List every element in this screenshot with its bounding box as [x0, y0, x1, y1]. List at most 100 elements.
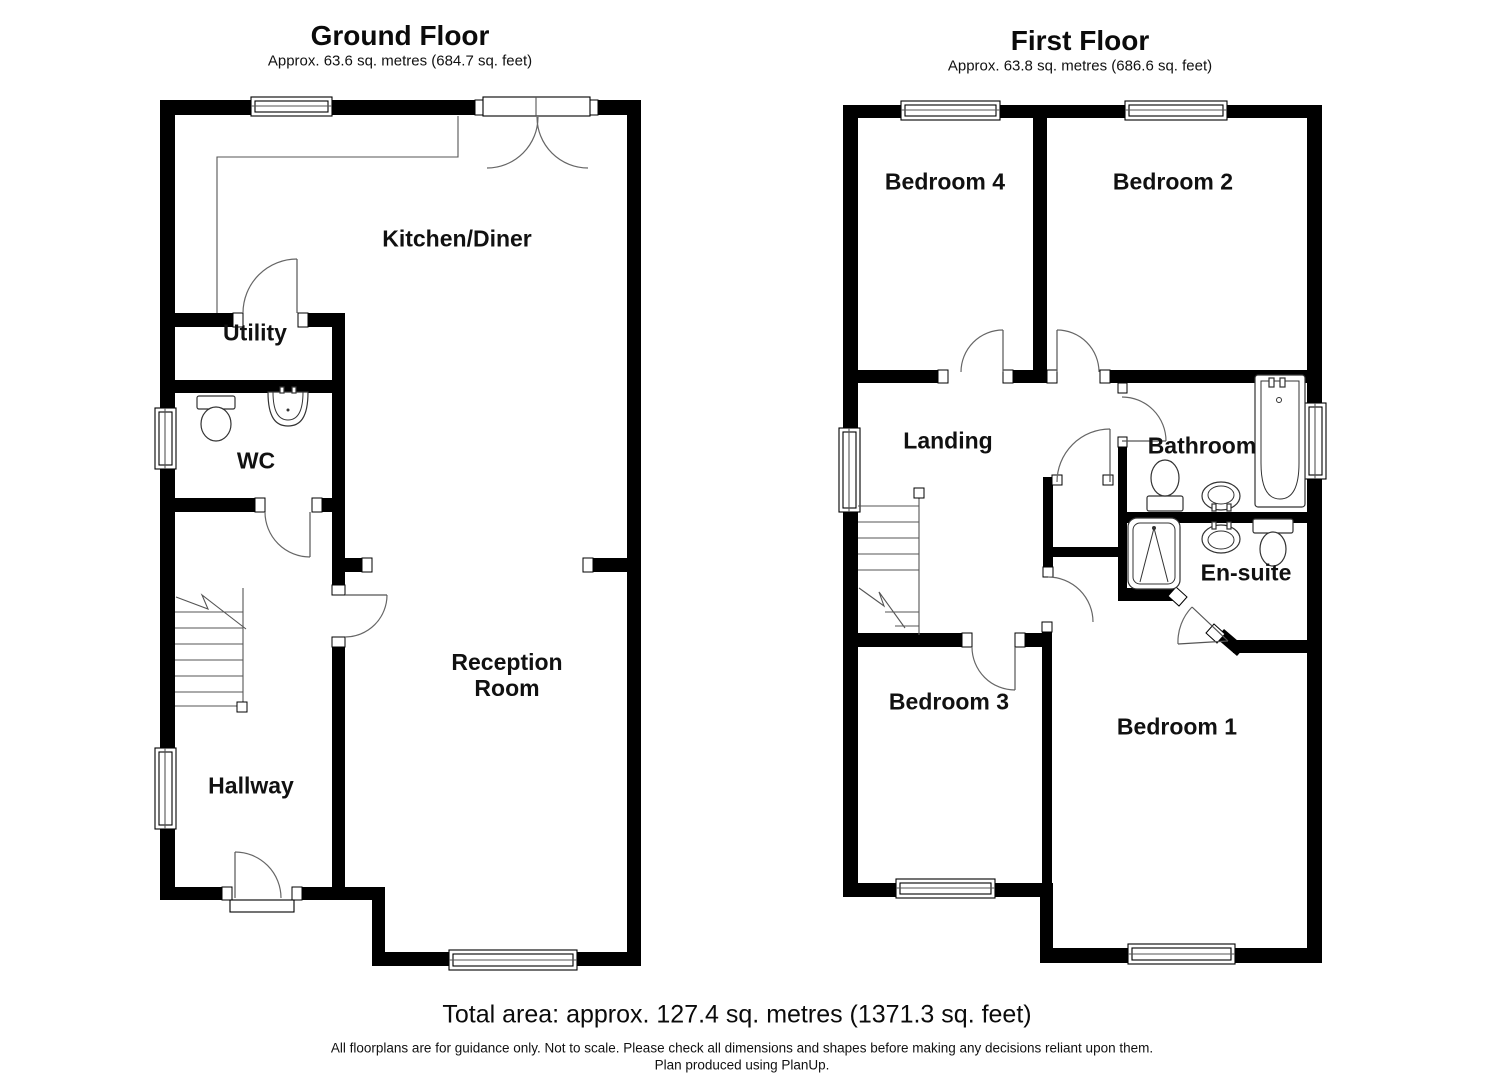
reception-window — [448, 949, 578, 971]
first-floor-walls — [843, 105, 1322, 963]
ensuite-door — [1177, 606, 1229, 645]
door-jamb — [331, 584, 346, 596]
toilet-icon — [1146, 459, 1184, 512]
room-label-kitchen-diner: Kitchen/Diner — [382, 225, 532, 252]
front-door — [229, 851, 295, 913]
door-jamb — [1046, 369, 1058, 384]
wall-segment — [1233, 640, 1322, 653]
sink-icon — [1201, 521, 1241, 554]
hallway-window — [154, 747, 177, 830]
wall-segment — [843, 105, 858, 432]
wall-segment — [1307, 475, 1322, 963]
wall-segment — [843, 883, 898, 897]
room-label-wc: WC — [236, 447, 276, 474]
porch-step — [229, 899, 295, 913]
door-jamb — [1167, 586, 1188, 607]
wall-segment — [1042, 632, 1052, 897]
door-jamb — [1102, 474, 1114, 486]
wall-segment — [332, 637, 345, 887]
wall-segment — [1127, 512, 1307, 523]
wall-segment — [160, 829, 175, 900]
door-jamb — [291, 886, 303, 901]
bedroom2-window — [1124, 100, 1228, 121]
disclaimer-text: All floorplans are for guidance only. No… — [330, 1040, 1154, 1056]
first-floor-plan — [838, 100, 1327, 965]
door-jamb — [254, 497, 266, 513]
first-floor-area: Approx. 63.8 sq. metres (686.6 sq. feet) — [947, 57, 1213, 75]
landing-window — [838, 427, 861, 513]
staircase-ground — [175, 588, 248, 713]
door-jamb — [311, 497, 323, 513]
wall-segment — [1307, 105, 1322, 407]
door-jamb — [1042, 566, 1054, 578]
ground-floor-jambs — [221, 99, 599, 901]
bathroom-door — [1121, 396, 1167, 442]
wall-segment — [175, 498, 265, 512]
bedroom4-window — [900, 100, 1001, 121]
wall-segment — [1040, 897, 1053, 963]
wall-segment — [1033, 118, 1047, 383]
bedroom3-door — [971, 646, 1016, 691]
room-label-landing: Landing — [903, 427, 993, 454]
room-label-bedroom4: Bedroom 4 — [884, 168, 1006, 195]
utility-door — [242, 258, 298, 314]
door-jamb — [1099, 369, 1111, 384]
wc-window — [154, 407, 177, 470]
wall-segment — [330, 100, 485, 115]
sink-icon — [1201, 481, 1241, 512]
door-jamb — [1002, 369, 1014, 384]
ground-floor-plan — [154, 96, 641, 971]
shower-icon — [1127, 517, 1181, 590]
room-label-bathroom: Bathroom — [1147, 432, 1257, 459]
wall-segment — [1118, 447, 1127, 601]
room-label-bedroom1: Bedroom 1 — [1116, 713, 1238, 740]
room-label-reception: Reception Room — [451, 649, 563, 701]
wall-segment — [573, 952, 641, 966]
cupboard-door — [1056, 428, 1111, 483]
door-jamb — [1014, 632, 1026, 648]
staircase-first — [858, 487, 925, 635]
door-jamb — [331, 636, 346, 648]
ground-floor-title: Ground Floor — [310, 20, 490, 51]
bedroom2-door — [1056, 329, 1100, 373]
room-label-ensuite: En-suite — [1200, 559, 1292, 586]
door-jamb — [221, 886, 233, 901]
kitchen-boundary-line — [216, 116, 459, 313]
door-jamb — [937, 369, 949, 384]
bathtub-icon — [1254, 374, 1306, 508]
total-area-text: Total area: approx. 127.4 sq. metres (13… — [442, 1000, 1032, 1029]
wall-segment — [160, 100, 253, 115]
wall-segment — [858, 370, 938, 383]
credit-text: Plan produced using PlanUp. — [654, 1057, 830, 1073]
room-label-hallway: Hallway — [208, 772, 294, 799]
wall-segment — [175, 380, 345, 393]
wc-door — [264, 511, 311, 558]
wall-segment — [993, 883, 1053, 897]
wall-segment — [372, 952, 453, 966]
door-jamb — [297, 312, 309, 328]
wall-segment — [175, 313, 243, 327]
room-label-bedroom2: Bedroom 2 — [1112, 168, 1234, 195]
kitchen-window — [250, 96, 333, 117]
wall-segment — [1051, 547, 1127, 557]
reception-door — [344, 594, 388, 638]
room-label-bedroom3: Bedroom 3 — [888, 688, 1010, 715]
wall-segment — [160, 100, 175, 408]
sink-icon — [267, 386, 309, 427]
ground-floor-area: Approx. 63.6 sq. metres (684.7 sq. feet) — [267, 52, 533, 70]
wall-segment — [160, 469, 175, 748]
door-jamb — [1205, 623, 1226, 644]
bathroom-window — [1304, 402, 1327, 480]
wall-segment — [998, 105, 1127, 118]
wall-segment — [1225, 105, 1322, 118]
wall-segment — [627, 100, 641, 966]
wall-segment — [1233, 948, 1322, 963]
wall-segment — [1013, 370, 1033, 383]
wall-segment — [160, 887, 232, 900]
door-jamb — [1041, 621, 1053, 633]
wall-segment — [292, 887, 385, 900]
room-label-utility: Utility — [223, 319, 287, 346]
wall-stub-jamb — [361, 557, 373, 573]
wall-segment — [1118, 588, 1178, 601]
